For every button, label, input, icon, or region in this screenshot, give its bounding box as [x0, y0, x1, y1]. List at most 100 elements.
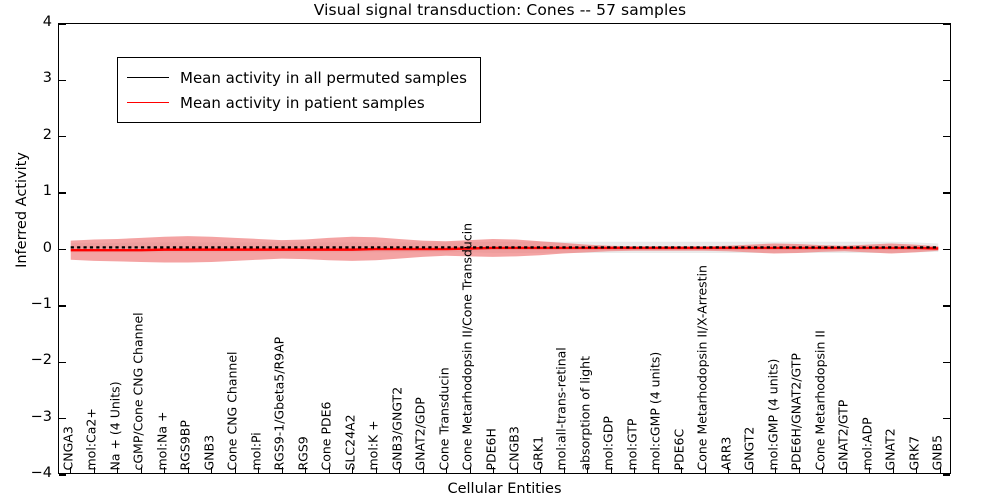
- y-tick-mark: [59, 136, 66, 138]
- x-tick-mark: [634, 467, 636, 473]
- x-tick-label: ARR3: [718, 436, 734, 470]
- confidence-band-patient: [70, 236, 939, 263]
- y-tick-mark: [59, 192, 66, 194]
- x-tick-mark: [140, 467, 142, 473]
- y-tick-mark: [59, 417, 66, 420]
- x-tick-label: mol:all-trans-retinal: [553, 346, 569, 470]
- y-tick-label: 4: [42, 14, 52, 30]
- x-tick-label: GNAT2: [882, 427, 898, 470]
- y-tick-label: −1: [30, 295, 52, 312]
- x-tick-mark: [540, 467, 542, 473]
- x-tick-label: Na + (4 Units): [107, 380, 123, 470]
- x-tick-mark: [93, 467, 95, 473]
- y-tick-mark: [59, 23, 66, 25]
- legend-swatch-patient: [127, 102, 169, 103]
- x-tick-mark: [352, 467, 354, 473]
- x-tick-mark: [117, 467, 119, 473]
- x-tick-mark: [328, 467, 330, 473]
- x-tick-mark: [493, 467, 495, 473]
- x-tick-label: mol:K +: [365, 419, 381, 470]
- legend[interactable]: Mean activity in all permuted samples Me…: [117, 57, 481, 123]
- x-tick-mark: [681, 467, 683, 473]
- x-tick-mark: [916, 467, 918, 473]
- y-tick-label: 0: [42, 239, 52, 256]
- x-tick-mark: [610, 467, 612, 473]
- page-title: Visual signal transduction: Cones -- 57 …: [313, 1, 687, 19]
- x-tick-label: Cone Metarhodopsin II: [812, 329, 828, 470]
- x-axis-title: Cellular Entities: [447, 481, 562, 497]
- y-tick-label: 1: [42, 183, 52, 200]
- y-tick-mark: [943, 79, 950, 82]
- plot-area: Mean activity in all permuted samples Me…: [58, 23, 951, 476]
- x-tick-mark: [446, 467, 448, 473]
- x-tick-label: PDE6C: [671, 428, 687, 470]
- x-tick-label: RGS9-1/Gbeta5/R9AP: [271, 336, 287, 470]
- y-tick-mark: [59, 474, 66, 476]
- x-tick-label: GNB3: [201, 434, 217, 470]
- x-tick-mark: [70, 467, 72, 473]
- x-tick-mark: [187, 467, 189, 473]
- x-tick-label: mol:ADP: [859, 416, 875, 470]
- x-tick-label: CNGA3: [60, 425, 76, 470]
- y-tick-label: 3: [42, 70, 52, 87]
- x-tick-mark: [563, 467, 565, 473]
- x-tick-label: GRK7: [906, 435, 922, 470]
- x-tick-label: GNB3/GNGT2: [389, 386, 405, 470]
- legend-item-patient: Mean activity in patient samples: [127, 90, 467, 115]
- x-tick-mark: [798, 467, 800, 473]
- x-tick-mark: [211, 467, 213, 473]
- x-tick-mark: [422, 467, 424, 473]
- x-tick-label: Cone Metarhodopsin II/Cone Transducin: [459, 222, 475, 470]
- x-tick-mark: [234, 467, 236, 473]
- x-tick-label: Cone PDE6: [318, 401, 334, 470]
- x-tick-mark: [375, 467, 377, 473]
- x-tick-mark: [164, 467, 166, 473]
- legend-swatch-permuted: [127, 77, 169, 78]
- x-tick-mark: [305, 467, 307, 473]
- x-tick-mark: [751, 467, 753, 473]
- x-tick-label: CNGB3: [506, 425, 522, 470]
- x-tick-mark: [822, 467, 824, 473]
- x-tick-label: PDE6H/GNAT2/GTP: [788, 352, 804, 470]
- x-tick-label: mol:Ca2+: [83, 407, 99, 470]
- x-tick-mark: [587, 467, 589, 473]
- x-tick-label: PDE6H: [483, 427, 499, 470]
- x-tick-mark: [281, 467, 283, 473]
- x-tick-mark: [399, 467, 401, 473]
- x-tick-label: mol:Pi: [248, 431, 264, 470]
- legend-label-permuted: Mean activity in all permuted samples: [180, 68, 467, 87]
- x-tick-mark: [845, 467, 847, 473]
- y-tick-mark: [943, 361, 950, 363]
- x-tick-mark: [939, 467, 941, 473]
- x-tick-label: mol:GTP: [624, 418, 640, 470]
- x-tick-mark: [469, 467, 471, 473]
- x-tick-mark: [728, 467, 730, 473]
- y-tick-mark: [943, 23, 950, 25]
- y-tick-mark: [943, 248, 950, 251]
- x-tick-label: GNAT2/GDP: [412, 396, 428, 470]
- y-tick-mark: [59, 361, 66, 363]
- y-tick-mark: [943, 417, 950, 420]
- legend-label-patient: Mean activity in patient samples: [180, 93, 425, 112]
- y-tick-mark: [943, 305, 950, 307]
- x-tick-label: GNAT2/GTP: [835, 399, 851, 470]
- x-tick-label: Cone CNG Channel: [224, 350, 240, 470]
- y-tick-mark: [59, 248, 66, 251]
- x-tick-label: mol:Na +: [154, 411, 170, 470]
- legend-item-permuted: Mean activity in all permuted samples: [127, 65, 467, 90]
- y-tick-mark: [59, 305, 66, 307]
- x-tick-label: SLC24A2: [342, 413, 358, 470]
- x-tick-mark: [892, 467, 894, 473]
- x-tick-label: cGMP/Cone CNG Channel: [130, 311, 146, 470]
- data-layer: [70, 236, 939, 263]
- x-tick-label: Cone Transducin: [436, 366, 452, 470]
- x-tick-mark: [516, 467, 518, 473]
- y-tick-label: 2: [42, 126, 52, 143]
- x-tick-label: mol:GMP (4 units): [765, 358, 781, 470]
- x-tick-mark: [869, 467, 871, 473]
- x-tick-label: absorption of light: [577, 355, 593, 470]
- x-tick-label: mol:cGMP (4 units): [647, 351, 663, 470]
- x-tick-label: Cone Metarhodopsin II/X-Arrestin: [694, 264, 710, 470]
- x-tick-label: mol:GDP: [600, 415, 616, 470]
- y-tick-label: −4: [30, 465, 52, 481]
